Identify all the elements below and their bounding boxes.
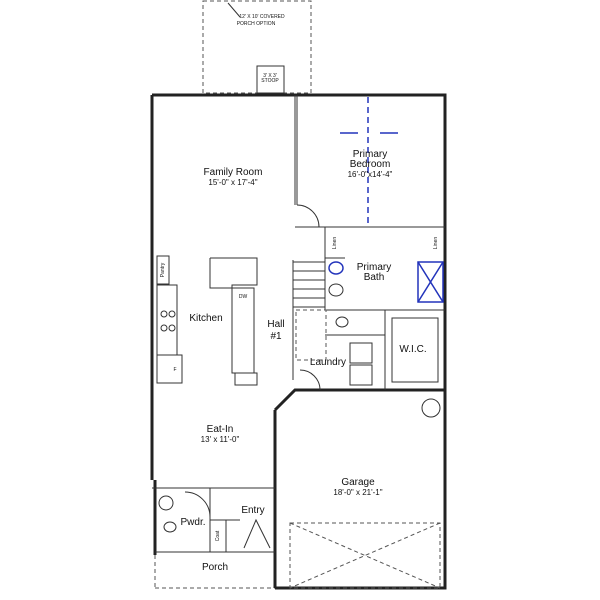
family-room-label: Family Room [204,167,263,178]
linen-left-label: Linen [332,237,338,249]
entry-label: Entry [241,505,264,516]
wic-shelving [391,317,439,383]
porch-label: Porch [202,562,228,573]
laundry-label: Laundry [310,357,346,368]
kitchen-label: Kitchen [189,313,222,324]
fridge-label: F [173,367,176,373]
stairs [292,261,327,361]
garage-label: Garage [341,477,375,488]
eat-in-size: 13' x 11'-0" [201,435,240,444]
wic-label: W.I.C. [399,344,426,355]
primary-bedroom-label-2: Bedroom [350,159,391,170]
exterior-walls [150,93,447,590]
primary-bedroom-label-1: Primary [353,149,387,160]
kitchen-cabinets [156,255,258,386]
hall-label-2: #1 [270,331,282,342]
family-room-size: 15'-0" x 17'-4" [208,178,257,187]
bath-fixtures [158,261,444,533]
garage-size: 18'-0" x 21'-1" [333,488,382,497]
primary-bedroom-size: 16'-0"x14'-4" [348,170,393,179]
primary-bath-label-1: Primary [357,262,391,273]
powder-room-label: Pwdr. [180,517,205,528]
eat-in-label: Eat-In [207,424,234,435]
coat-closet-label: Coat [215,530,221,541]
garage-door[interactable] [289,522,441,589]
laundry-machines [349,342,373,386]
stoop-label-1: 3' X 3' [263,73,277,79]
stoop-label-2: STOOP [261,78,279,84]
porch-option-label-2: PORCH OPTION [237,21,276,27]
hall-label-1: Hall [267,319,284,330]
linen-right-label: Linen [433,237,439,249]
stoop: 3' X 3' STOOP [256,65,285,94]
ceiling-markers [340,97,398,225]
porch-option-label-1: 12' X 10' COVERED [239,14,285,20]
pantry-label: Pantry [160,262,166,277]
dishwasher-label: DW [239,294,248,300]
primary-bath-label-2: Bath [364,272,385,283]
